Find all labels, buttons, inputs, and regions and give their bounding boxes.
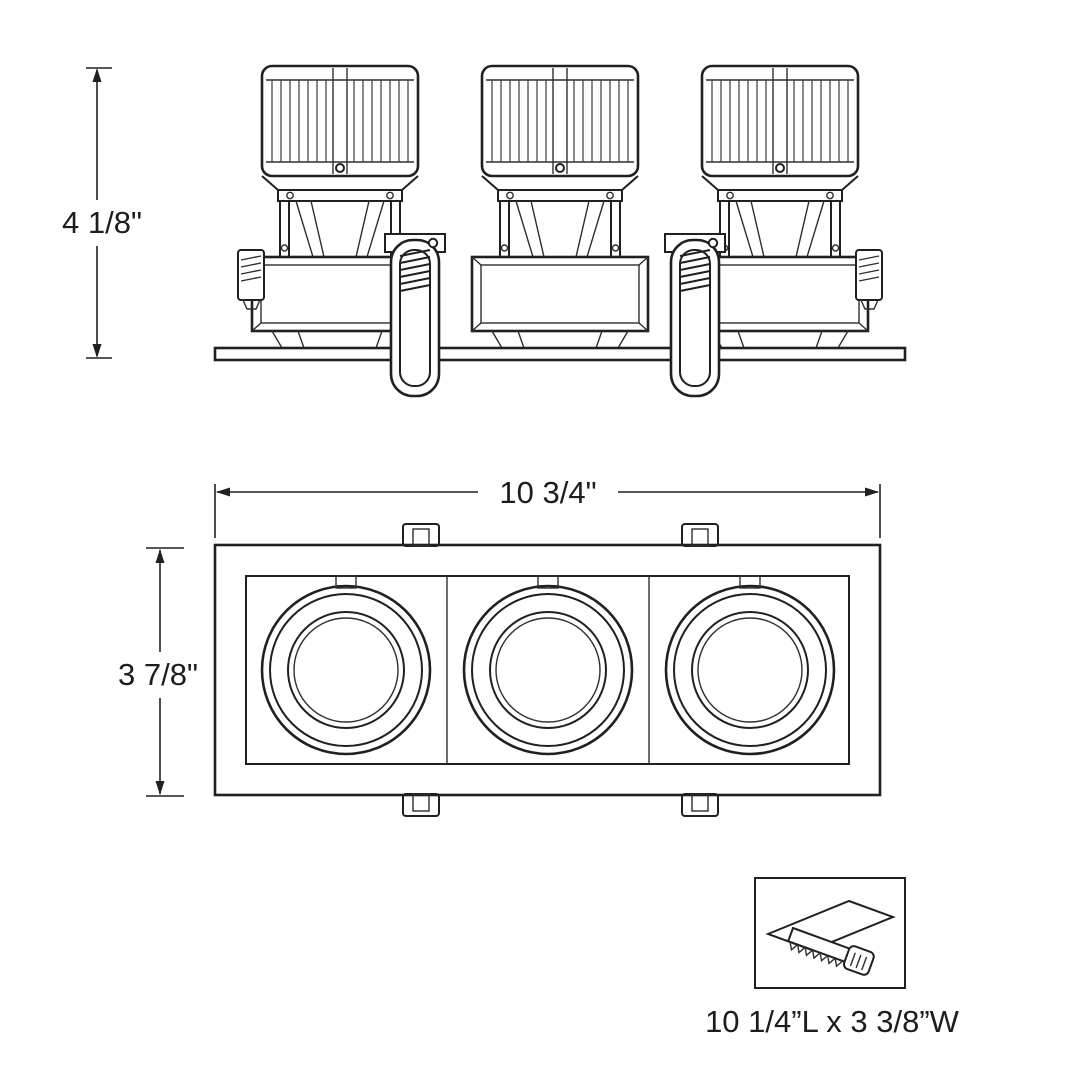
end-latch-right (855, 249, 883, 310)
arrow-up-icon (155, 549, 165, 563)
arrow-left-icon (216, 487, 230, 497)
spring-clip-left (383, 232, 447, 398)
cutout-size-label: 10 1/4”L x 3 3/8”W (705, 1004, 960, 1039)
saw-icon (786, 926, 875, 976)
front-width-label: 10 3/4" (499, 475, 596, 510)
flange-bar (213, 346, 907, 362)
arrow-down-icon (155, 781, 165, 795)
arrow-up-icon (92, 68, 102, 82)
dimension-side-height: 4 1/8" (62, 67, 142, 359)
front-view: 10 3/4" 3 7/8" (118, 475, 882, 817)
spring-clip-right (663, 232, 727, 398)
dimension-front-height: 3 7/8" (118, 547, 198, 797)
cutout-legend: 10 1/4”L x 3 3/8”W (705, 877, 960, 1039)
arrow-right-icon (865, 487, 879, 497)
mounting-tab-top-left (402, 523, 440, 547)
end-latch-left (237, 249, 265, 310)
saw-cutout-icon (765, 899, 896, 976)
mounting-tab-bottom-right (681, 793, 719, 817)
front-height-label: 3 7/8" (118, 657, 198, 692)
dimension-front-width: 10 3/4" (214, 475, 881, 538)
side-view: 4 1/8" (62, 64, 907, 398)
mounting-tab-bottom-left (402, 793, 440, 817)
side-module-2 (470, 64, 650, 350)
cutout-icon-box (754, 877, 906, 989)
side-height-label: 4 1/8" (62, 205, 142, 240)
arrow-down-icon (92, 344, 102, 358)
mounting-tab-top-right (681, 523, 719, 547)
